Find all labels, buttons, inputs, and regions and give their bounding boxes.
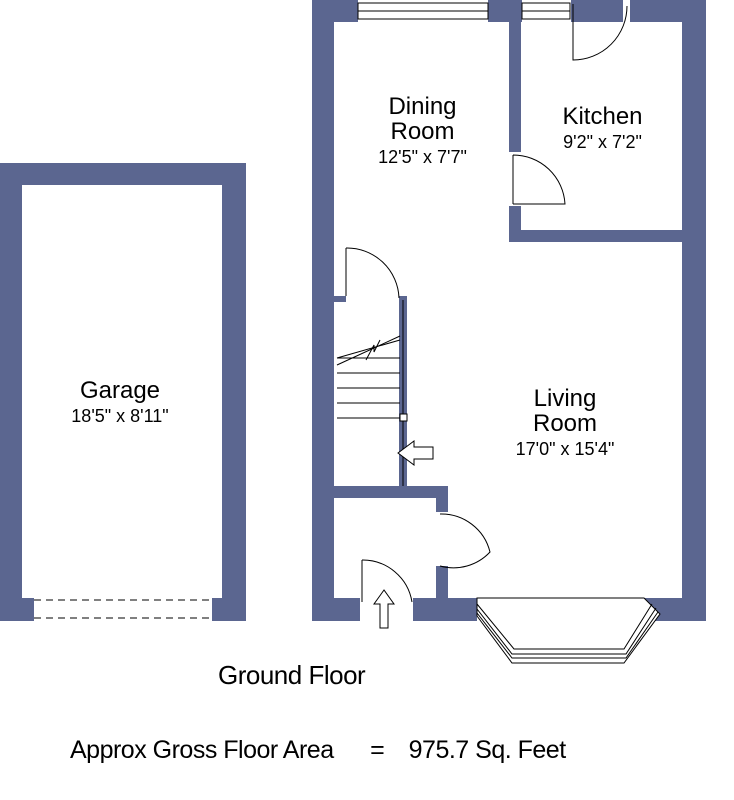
dining-room-label: Dining Room 12'5" x 7'7"	[340, 94, 505, 167]
dining-room-dims: 12'5" x 7'7"	[378, 147, 467, 168]
garage-bottom-right-wall	[212, 598, 246, 621]
hall-door-swing	[439, 513, 491, 569]
garage-right-wall	[222, 163, 246, 621]
kitchen-label: Kitchen 9'2" x 7'2"	[525, 104, 680, 152]
area-equals: =	[370, 736, 385, 764]
living-room-label: Living Room 17'0" x 15'4"	[480, 386, 650, 459]
garage-name: Garage	[79, 377, 161, 404]
hall-top-wall	[334, 486, 448, 498]
hall-right-wall-lower	[436, 566, 448, 598]
stair-door-swing	[345, 247, 400, 299]
dining-kitchen-wall	[509, 0, 521, 152]
stairs	[336, 300, 408, 486]
living-room-name-line1: Living	[533, 385, 597, 412]
hall-right-wall-upper	[436, 486, 448, 512]
arrows	[373, 440, 434, 629]
front-door-swing	[361, 559, 413, 603]
kitchen-dims: 9'2" x 7'2"	[563, 132, 642, 153]
area-label: Approx Gross Floor Area	[70, 736, 334, 764]
house-right-wall	[682, 0, 706, 621]
living-room-dims: 17'0" x 15'4"	[515, 439, 615, 460]
walls	[0, 0, 706, 621]
doors	[345, 4, 628, 603]
stair-break-mark	[365, 339, 381, 361]
garage-left-wall	[0, 163, 22, 621]
dining-room-name-line1: Dining	[388, 93, 457, 120]
house-bottom-wall-mid	[413, 598, 477, 621]
garage-dims: 18'5" x 8'11"	[71, 406, 169, 427]
dining-door-swing	[512, 154, 566, 205]
garage-bottom-left-wall	[0, 598, 34, 621]
newel-post	[399, 413, 408, 422]
garage-label: Garage 18'5" x 8'11"	[30, 378, 210, 426]
kitchen-name: Kitchen	[562, 103, 643, 130]
house-top-wall-kitchen	[571, 0, 623, 22]
stair-arrow-icon	[397, 440, 434, 466]
bay-window	[476, 597, 661, 664]
living-room-name-line2: Room	[532, 410, 598, 438]
kitchen-door-swing	[572, 4, 628, 61]
kitchen-bottom-wall	[509, 230, 706, 242]
gross-floor-area: Approx Gross Floor Area = 975.7 Sq. Feet	[70, 736, 566, 765]
area-value: 975.7 Sq. Feet	[408, 736, 567, 764]
dining-room-name-line2: Room	[390, 118, 455, 146]
entrance-arrow-icon	[373, 589, 395, 629]
garage-top-wall	[0, 163, 246, 185]
house-left-wall	[312, 0, 334, 621]
stair-wall-stub	[334, 296, 346, 302]
house-bottom-wall-left	[312, 598, 360, 621]
floor-title: Ground Floor	[218, 660, 366, 690]
windows	[34, 2, 571, 619]
